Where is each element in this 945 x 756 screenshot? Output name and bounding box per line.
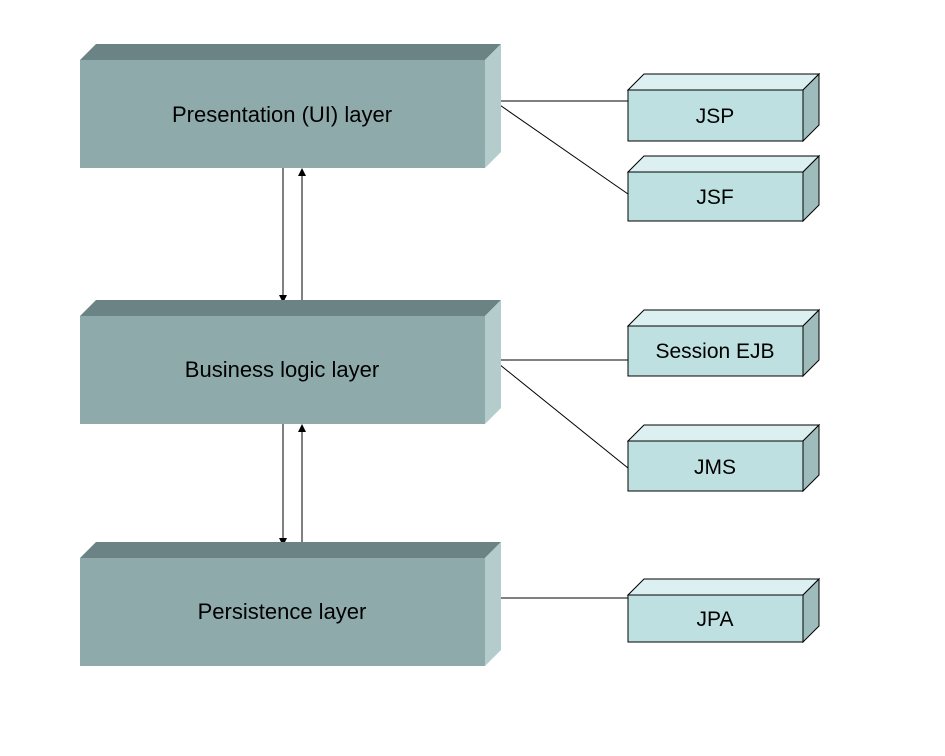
layer-label: Persistence layer xyxy=(198,599,367,624)
tech-label: JPA xyxy=(697,608,734,631)
connector-presentation-jsf xyxy=(493,100,629,195)
tech-top-face xyxy=(626,73,821,91)
layer-top-face xyxy=(80,300,501,316)
tech-box-jms: JMS xyxy=(626,423,821,493)
layer-top-face xyxy=(80,44,501,60)
tech-front-face xyxy=(627,171,804,222)
tech-front-face xyxy=(627,325,804,377)
layer-box-business: Business logic layer xyxy=(80,300,501,424)
layer-box-presentation: Presentation (UI) layer xyxy=(80,44,501,168)
layer-box-persistence: Persistence layer xyxy=(80,542,501,666)
tech-box-jpa: JPA xyxy=(626,577,821,644)
tech-top-face xyxy=(626,424,821,442)
connector-business-jms xyxy=(493,359,629,469)
flow-arrows xyxy=(279,168,306,546)
tech-front-face xyxy=(627,89,804,142)
tech-label: JMS xyxy=(694,456,736,479)
connectors xyxy=(493,100,629,599)
layer-side-face xyxy=(485,542,501,666)
layer-label: Presentation (UI) layer xyxy=(172,102,392,127)
tech-label: Session EJB xyxy=(655,340,774,363)
layer-side-face xyxy=(485,300,501,424)
tech-top-face xyxy=(626,155,821,173)
layer-front-face xyxy=(80,60,485,168)
layer-front-face xyxy=(80,558,485,666)
tech-top-face xyxy=(626,578,821,596)
layer-side-face xyxy=(485,44,501,168)
tech-box-jsp: JSP xyxy=(626,72,821,143)
tech-label: JSP xyxy=(696,105,735,128)
tech-box-session-ejb: Session EJB xyxy=(626,308,821,378)
tech-top-face xyxy=(626,309,821,327)
tech-box-jsf: JSF xyxy=(626,154,821,223)
layer-front-face xyxy=(80,316,485,424)
layer-top-face xyxy=(80,542,501,558)
layer-label: Business logic layer xyxy=(185,357,379,382)
tech-front-face xyxy=(627,440,804,492)
tech-front-face xyxy=(627,594,804,643)
tech-label: JSF xyxy=(696,186,733,209)
